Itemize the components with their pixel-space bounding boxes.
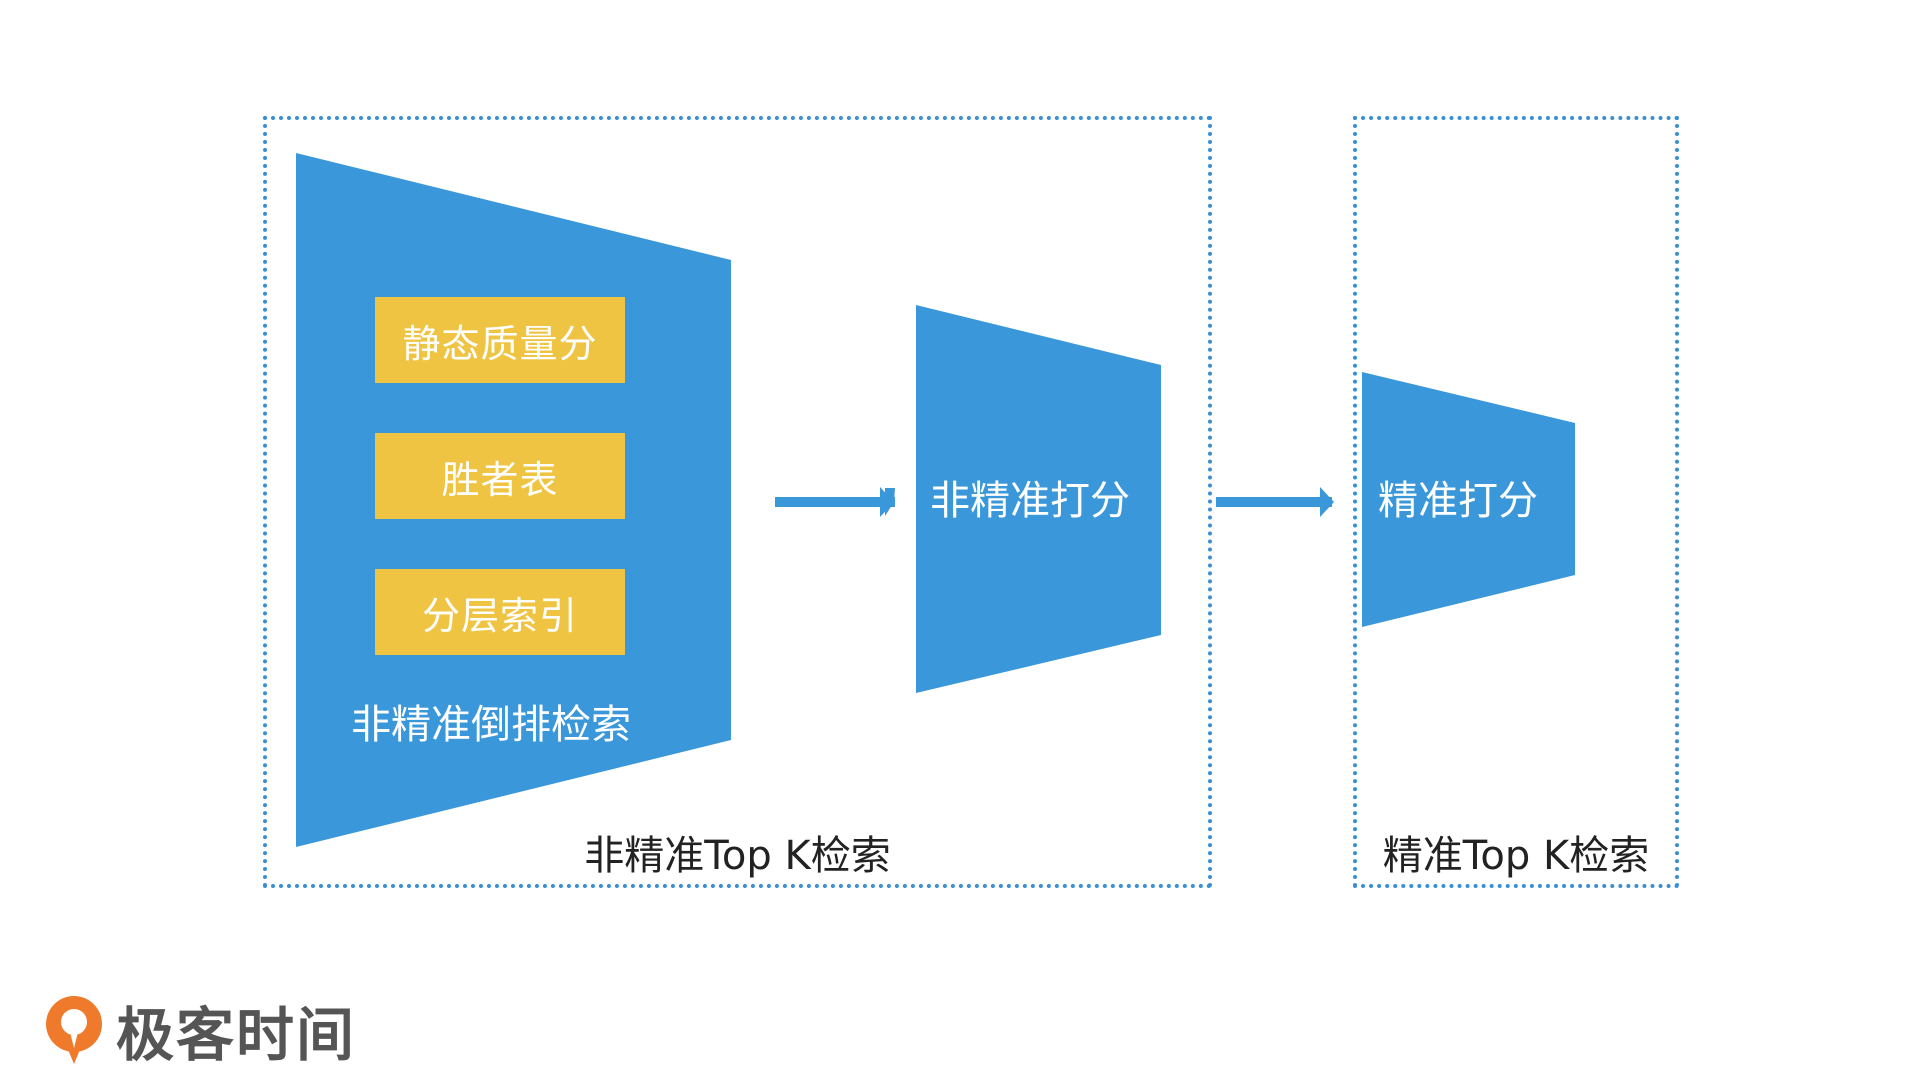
coarse-retrieval-label: 非精准倒排检索 — [351, 702, 631, 748]
logo-icon — [42, 992, 106, 1068]
arrow-1 — [775, 487, 895, 517]
brand-name: 极客时间 — [116, 1001, 357, 1069]
funnel-coarse-scoring — [916, 305, 1161, 693]
precise-topk-container — [1353, 116, 1679, 888]
tag-tiered-index: 分层索引 — [375, 569, 625, 655]
arrow-2 — [1216, 487, 1334, 517]
tag-static-quality-score: 静态质量分 — [375, 297, 625, 383]
tag-champion-list: 胜者表 — [375, 433, 625, 519]
coarse-scoring-label: 非精准打分 — [930, 478, 1130, 524]
precise-scoring-label: 精准打分 — [1378, 478, 1538, 524]
precise-topk-caption: 精准Top K检索 — [1382, 833, 1650, 879]
funnel-precise-scoring — [1362, 372, 1575, 627]
coarse-topk-container — [263, 116, 1212, 888]
coarse-topk-caption: 非精准Top K检索 — [584, 833, 891, 879]
brand-logo: 极客时间 — [42, 990, 356, 1070]
